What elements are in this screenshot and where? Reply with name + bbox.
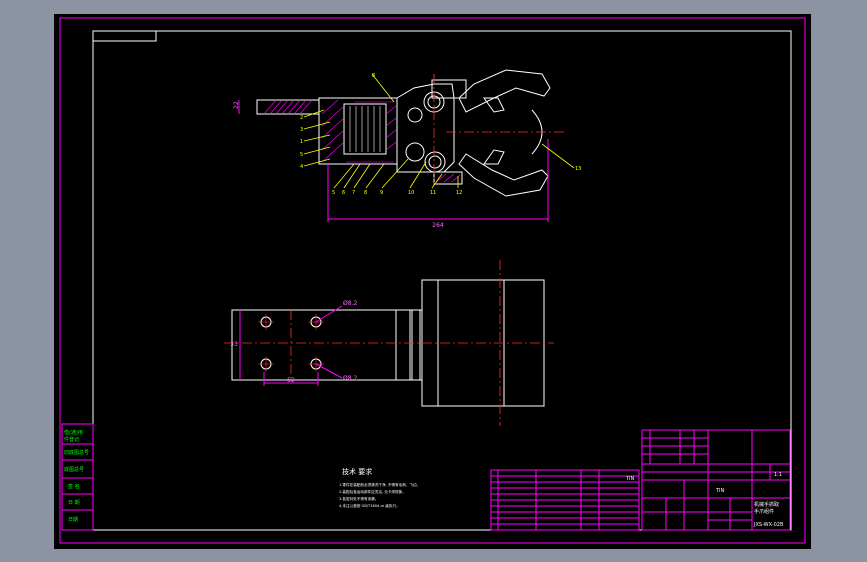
top-left-tab [92, 30, 157, 42]
svg-text:6: 6 [342, 190, 345, 196]
mount-plate [231, 309, 413, 381]
svg-text:13: 13 [575, 166, 581, 172]
cad-drawing: 22 [59, 17, 806, 544]
stamp-label-3: 底图总号 [64, 466, 84, 473]
title-small: 机械手抓取 [754, 501, 779, 508]
gear-lower [405, 142, 425, 162]
dim-overall-label: 264 [432, 222, 444, 229]
title-block: TIN TIN 机械手抓取 手爪组件 JXS-WX-02B 1:1 [625, 429, 791, 531]
svg-text:1: 1 [300, 139, 303, 145]
stamp-label-4: 签 名 [68, 483, 80, 490]
stamp-label-2: 旧底图总号 [64, 449, 89, 456]
svg-text:10: 10 [408, 190, 414, 196]
drawing-number: JXS-WX-02B [753, 522, 784, 528]
dim-left-height: 22 [233, 101, 240, 109]
svg-text:7: 7 [352, 190, 355, 196]
svg-text:9: 9 [380, 190, 383, 196]
hole-label-bottom: Ø8.2 [343, 375, 357, 382]
outer-frame [59, 17, 806, 544]
material-text-2: TIN [715, 488, 725, 494]
left-stamp-column: 借(通)用 件登记 旧底图总号 底图总号 签 名 日 期 日期 [61, 423, 94, 531]
tech-req-line-1: 1.零件在装配前必须清洗干净, 不得有毛刺、飞边。 [339, 482, 420, 487]
parts-list [490, 469, 640, 531]
stamp-label-0: 借(通)用 [64, 429, 83, 436]
svg-text:3: 3 [300, 127, 303, 133]
svg-text:11: 11 [430, 190, 436, 196]
svg-text:4: 4 [300, 164, 303, 170]
dim-plate-width: 52 [287, 377, 295, 384]
jaw-lower [458, 153, 549, 197]
tech-requirements: 技术 要求 1.零件在装配前必须清洗干净, 不得有毛刺、飞边。 2.装配后各运动… [339, 467, 420, 508]
stamp-label-6: 日期 [68, 517, 78, 523]
material-text: TIN [625, 476, 635, 482]
svg-text:2: 2 [300, 115, 303, 121]
svg-text:5: 5 [300, 152, 303, 158]
tech-req-line-3: 3.各密封处不得有渗漏。 [339, 496, 378, 501]
drawing-viewport[interactable]: 22 [54, 14, 811, 549]
svg-text:8: 8 [372, 73, 375, 79]
top-view: 22 [233, 69, 581, 229]
title-sub: 手爪组件 [754, 508, 774, 515]
stamp-label-5: 日 期 [68, 500, 80, 506]
scale-text: 1:1 [774, 472, 782, 478]
hole-label-top: Ø8.2 [343, 300, 357, 307]
jaw-upper [458, 69, 551, 113]
svg-text:5: 5 [332, 190, 335, 196]
bottom-view: 33 52 Ø8.2 Ø8.2 [224, 260, 554, 426]
tech-req-line-2: 2.装配后各运动部件应灵活, 无卡滞现象。 [339, 489, 406, 494]
stamp-label-1: 件登记 [64, 436, 79, 443]
svg-text:8: 8 [364, 190, 367, 196]
inner-frame [92, 30, 792, 531]
tech-req-line-4: 4.未注公差按 GB/T1804-m 级执行。 [339, 503, 400, 508]
dim-plate-height: 33 [230, 341, 238, 348]
tech-req-title: 技术 要求 [342, 467, 372, 476]
svg-text:12: 12 [456, 190, 462, 196]
